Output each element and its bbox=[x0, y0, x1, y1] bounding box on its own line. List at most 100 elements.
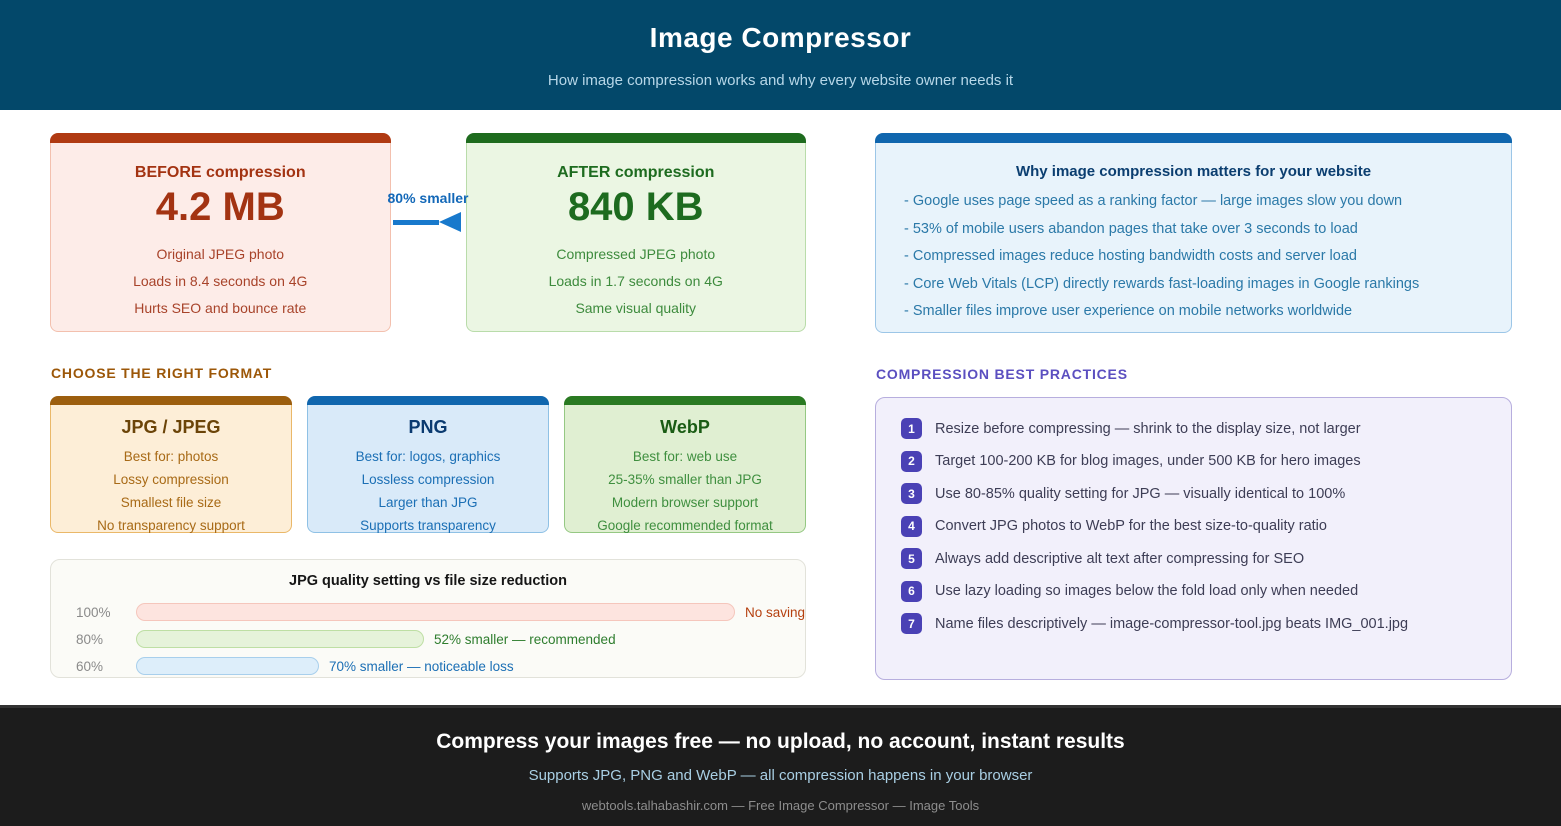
practice-text: Always add descriptive alt text after co… bbox=[935, 550, 1305, 567]
footer-credit: webtools.talhabashir.com — Free Image Co… bbox=[581, 798, 980, 813]
practice-text: Resize before compressing — shrink to th… bbox=[935, 420, 1361, 437]
main-content: BEFORE compression 4.2 MB Original JPEG … bbox=[0, 110, 1561, 680]
png-detail-line: Larger than JPG bbox=[378, 495, 478, 510]
chart-quality-label: 100% bbox=[76, 604, 111, 620]
why-bullet: - Smaller files improve user experience … bbox=[904, 303, 1353, 319]
practice-item: 2 Target 100-200 KB for blog images, und… bbox=[901, 450, 1511, 472]
before-detail-line: Original JPEG photo bbox=[156, 246, 285, 262]
best-practices-card: 1 Resize before compressing — shrink to … bbox=[875, 397, 1512, 680]
compression-arrow-area: 80% smaller bbox=[387, 133, 469, 332]
before-card-body: BEFORE compression 4.2 MB Original JPEG … bbox=[50, 143, 391, 332]
after-detail-line: Loads in 1.7 seconds on 4G bbox=[548, 273, 723, 289]
practice-number-badge: 6 bbox=[901, 580, 922, 602]
practice-number-badge: 4 bbox=[901, 515, 922, 537]
left-column: BEFORE compression 4.2 MB Original JPEG … bbox=[50, 133, 806, 680]
before-card-details: Original JPEG photo Loads in 8.4 seconds… bbox=[51, 241, 390, 322]
webp-detail-line: Google recommended format bbox=[597, 518, 773, 533]
footer-headline: Compress your images free — no upload, n… bbox=[436, 730, 1125, 753]
page-footer: Compress your images free — no upload, n… bbox=[0, 705, 1561, 826]
why-compression-card: Why image compression matters for your w… bbox=[875, 133, 1512, 333]
png-detail-line: Best for: logos, graphics bbox=[355, 449, 501, 464]
chart-row: 60% 70% smaller — noticeable loss bbox=[76, 657, 805, 675]
practice-item: 4 Convert JPG photos to WebP for the bes… bbox=[901, 515, 1511, 537]
webp-card-title: WebP bbox=[660, 417, 710, 437]
before-card: BEFORE compression 4.2 MB Original JPEG … bbox=[50, 133, 391, 332]
formats-section-heading: CHOOSE THE RIGHT FORMAT bbox=[51, 365, 273, 381]
before-detail-line: Hurts SEO and bounce rate bbox=[134, 300, 307, 316]
format-card-jpg: JPG / JPEG Best for: photos Lossy compre… bbox=[50, 396, 292, 533]
before-detail-line: Loads in 8.4 seconds on 4G bbox=[133, 273, 308, 289]
jpg-detail-line: Lossy compression bbox=[113, 472, 229, 487]
png-card-details: Best for: logos, graphics Lossless compr… bbox=[308, 445, 548, 537]
after-detail-line: Same visual quality bbox=[575, 300, 697, 316]
practice-text: Use lazy loading so images below the fol… bbox=[935, 583, 1359, 599]
practice-item: 1 Resize before compressing — shrink to … bbox=[901, 418, 1511, 439]
after-card-body: AFTER compression 840 KB Compressed JPEG… bbox=[465, 143, 806, 332]
png-detail-line: Lossless compression bbox=[361, 472, 495, 487]
why-card-title: Why image compression matters for your w… bbox=[1015, 163, 1372, 180]
png-detail-line: Supports transparency bbox=[360, 518, 496, 533]
arrow-head bbox=[438, 212, 461, 232]
chart-note-60: 70% smaller — noticeable loss bbox=[329, 658, 514, 674]
practice-number-badge: 3 bbox=[901, 483, 922, 504]
format-card-png: PNG Best for: logos, graphics Lossless c… bbox=[307, 396, 549, 533]
webp-detail-line: Modern browser support bbox=[611, 495, 759, 510]
webp-detail-line: Best for: web use bbox=[632, 449, 738, 464]
chart-bar-100 bbox=[135, 603, 735, 621]
format-cards-row: JPG / JPEG Best for: photos Lossy compre… bbox=[50, 396, 806, 533]
jpg-card-details: Best for: photos Lossy compression Small… bbox=[51, 445, 291, 537]
arrow-label: 80% smaller bbox=[387, 190, 469, 206]
webp-detail-line: 25-35% smaller than JPG bbox=[608, 472, 762, 487]
chart-title: JPG quality setting vs file size reducti… bbox=[289, 573, 567, 589]
practice-number-badge: 7 bbox=[901, 613, 922, 634]
after-file-size: 840 KB bbox=[567, 185, 704, 229]
webp-card-top-bar bbox=[564, 396, 806, 405]
before-card-label: BEFORE compression bbox=[134, 164, 306, 181]
before-file-size: 4.2 MB bbox=[155, 185, 285, 229]
page-header: Image Compressor How image compression w… bbox=[0, 0, 1561, 110]
chart-row: 100% No saving bbox=[76, 603, 805, 621]
footer-subtitle: Supports JPG, PNG and WebP — all compres… bbox=[528, 767, 1033, 784]
why-card-body: Why image compression matters for your w… bbox=[875, 143, 1512, 333]
after-card-details: Compressed JPEG photo Loads in 1.7 secon… bbox=[467, 241, 806, 322]
after-detail-line: Compressed JPEG photo bbox=[556, 246, 716, 262]
practice-text: Name files descriptively — image-compres… bbox=[935, 615, 1409, 632]
why-card-top-bar bbox=[875, 133, 1512, 143]
why-bullet: - 53% of mobile users abandon pages that… bbox=[904, 220, 1358, 237]
chart-bar-60 bbox=[136, 657, 319, 675]
practice-item: 5 Always add descriptive alt text after … bbox=[901, 548, 1511, 569]
practice-item: 6 Use lazy loading so images below the f… bbox=[901, 580, 1511, 602]
chart-quality-label: 60% bbox=[76, 658, 104, 674]
chart-quality-label: 80% bbox=[76, 631, 104, 647]
after-card-label: AFTER compression bbox=[557, 164, 715, 181]
practice-number-badge: 5 bbox=[901, 548, 922, 569]
jpg-detail-line: No transparency support bbox=[97, 518, 245, 533]
chart-note-80: 52% smaller — recommended bbox=[434, 631, 616, 647]
chart-bar-80 bbox=[136, 630, 424, 648]
page-subtitle: How image compression works and why ever… bbox=[547, 72, 1014, 89]
png-card-top-bar bbox=[307, 396, 549, 405]
jpg-detail-line: Best for: photos bbox=[123, 449, 219, 464]
png-card-title: PNG bbox=[408, 417, 448, 437]
practice-text: Use 80-85% quality setting for JPG — vis… bbox=[935, 485, 1346, 502]
practice-item: 7 Name files descriptively — image-compr… bbox=[901, 613, 1511, 634]
practice-item: 3 Use 80-85% quality setting for JPG — v… bbox=[901, 483, 1511, 504]
after-card-top-bar bbox=[465, 133, 806, 143]
practice-text: Convert JPG photos to WebP for the best … bbox=[935, 518, 1327, 534]
practice-text: Target 100-200 KB for blog images, under… bbox=[935, 453, 1361, 469]
quality-vs-size-chart: JPG quality setting vs file size reducti… bbox=[50, 559, 806, 678]
arrow-line bbox=[392, 219, 439, 225]
webp-card-body: WebP Best for: web use 25-35% smaller th… bbox=[564, 405, 806, 533]
before-card-top-bar bbox=[50, 133, 391, 143]
before-after-comparison: BEFORE compression 4.2 MB Original JPEG … bbox=[50, 133, 806, 332]
format-card-webp: WebP Best for: web use 25-35% smaller th… bbox=[564, 396, 806, 533]
practice-number-badge: 2 bbox=[901, 450, 922, 472]
jpg-card-top-bar bbox=[50, 396, 292, 405]
why-bullet: - Compressed images reduce hosting bandw… bbox=[904, 248, 1357, 264]
chart-note-100: No saving bbox=[744, 604, 805, 620]
why-bullet: - Google uses page speed as a ranking fa… bbox=[904, 193, 1403, 209]
webp-card-details: Best for: web use 25-35% smaller than JP… bbox=[565, 445, 805, 537]
jpg-detail-line: Smallest file size bbox=[120, 495, 222, 510]
why-card-bullets: - Google uses page speed as a ranking fa… bbox=[876, 188, 1511, 326]
jpg-card-title: JPG / JPEG bbox=[121, 417, 221, 437]
